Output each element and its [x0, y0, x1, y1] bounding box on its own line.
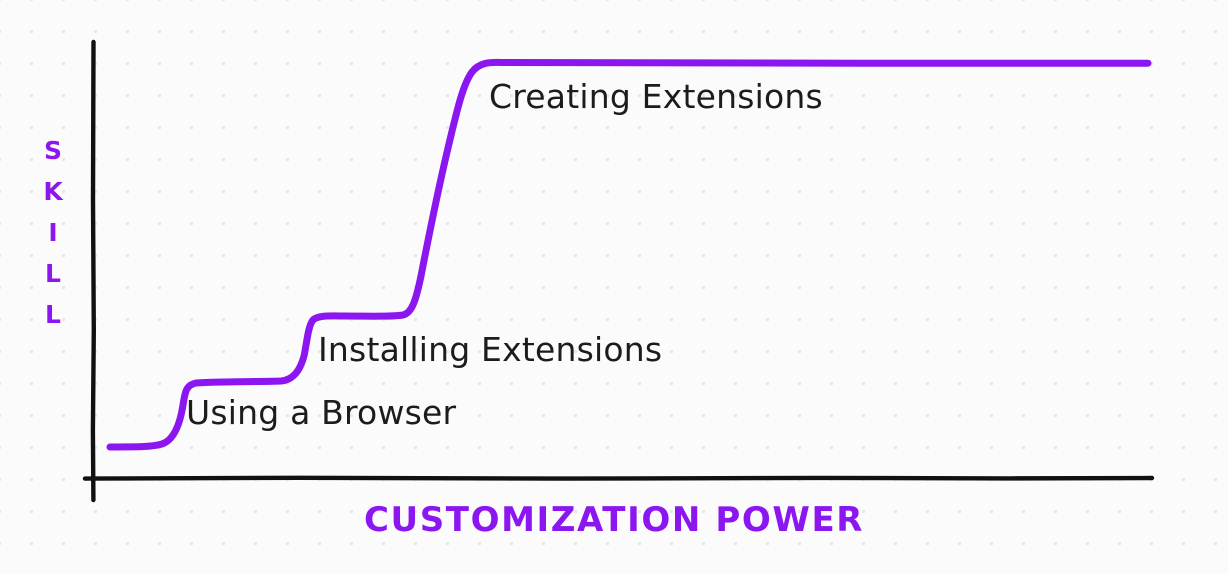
- y-axis-letter-3: L: [45, 259, 61, 288]
- annotation-installing-extensions: Installing Extensions: [318, 330, 663, 369]
- y-axis-label: S K I L L: [38, 138, 68, 343]
- y-axis-letter-0: S: [43, 136, 62, 165]
- annotation-using-a-browser: Using a Browser: [186, 393, 457, 432]
- y-axis-letter-1: K: [43, 177, 63, 206]
- skill-curve: [106, 58, 1152, 451]
- annotation-creating-extensions: Creating Extensions: [489, 77, 823, 116]
- y-axis-letter-2: I: [48, 218, 58, 247]
- y-axis-letter-4: L: [45, 300, 61, 329]
- x-axis-line: [82, 475, 1155, 481]
- y-axis-line: [90, 39, 96, 503]
- x-axis-label: CUSTOMIZATION POWER: [363, 500, 865, 540]
